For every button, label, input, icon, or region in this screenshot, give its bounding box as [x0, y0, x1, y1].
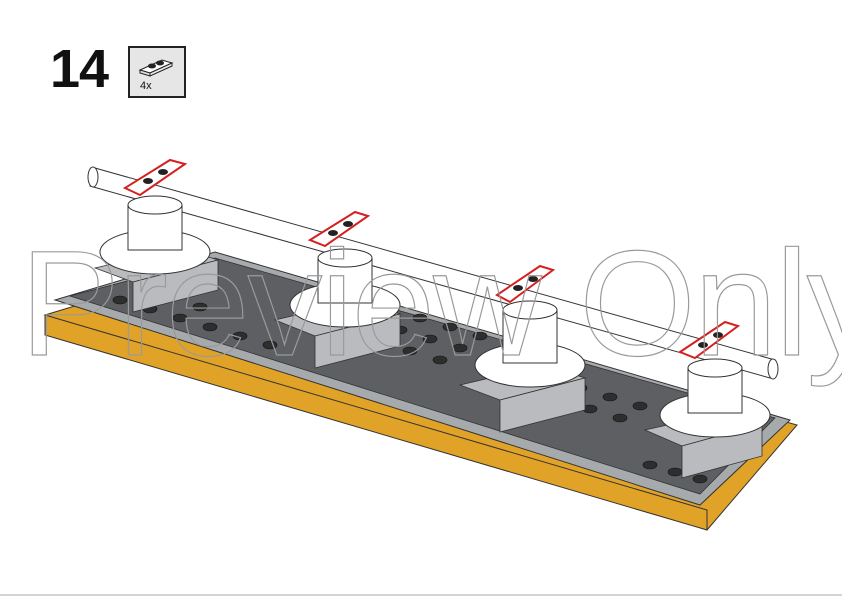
plate-studs: [143, 169, 723, 348]
baseplate: [43, 251, 798, 531]
page-divider: [0, 594, 842, 596]
supports: [99, 195, 771, 438]
new-plates: [122, 158, 741, 360]
plate-1x2-icon: [138, 59, 174, 77]
parts-callout: 4x: [128, 46, 186, 98]
step-number: 14: [50, 39, 109, 99]
bar-assembly: [87, 166, 779, 380]
part-quantity: 4x: [140, 80, 152, 92]
preview-watermark: Preview Only: [19, 219, 842, 387]
